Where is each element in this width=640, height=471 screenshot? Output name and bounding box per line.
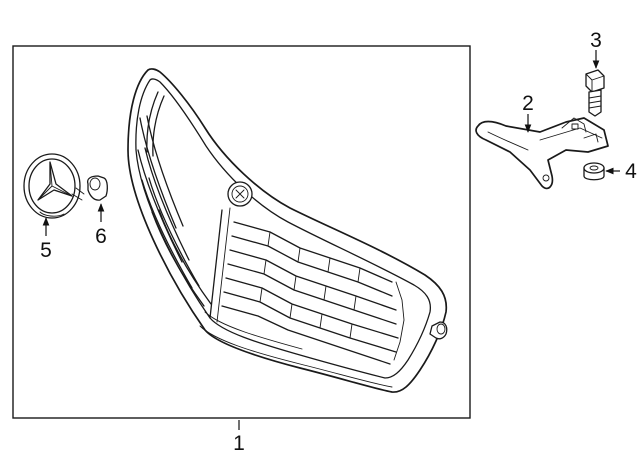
emblem-clip-icon[interactable] [86,175,108,201]
assembly-frame [12,45,471,419]
callout-5: 5 [40,239,52,262]
leader-lines [42,50,620,430]
callout-1: 1 [233,432,245,455]
nut-icon[interactable] [583,162,605,181]
callout-6: 6 [95,225,107,248]
bracket-icon[interactable] [475,117,609,190]
callout-2: 2 [522,92,534,115]
bolt-icon[interactable] [585,69,605,117]
callout-4: 4 [625,160,637,183]
callout-3: 3 [590,29,602,52]
star-emblem-icon[interactable] [23,153,85,219]
grille-assembly-icon[interactable] [127,68,448,393]
